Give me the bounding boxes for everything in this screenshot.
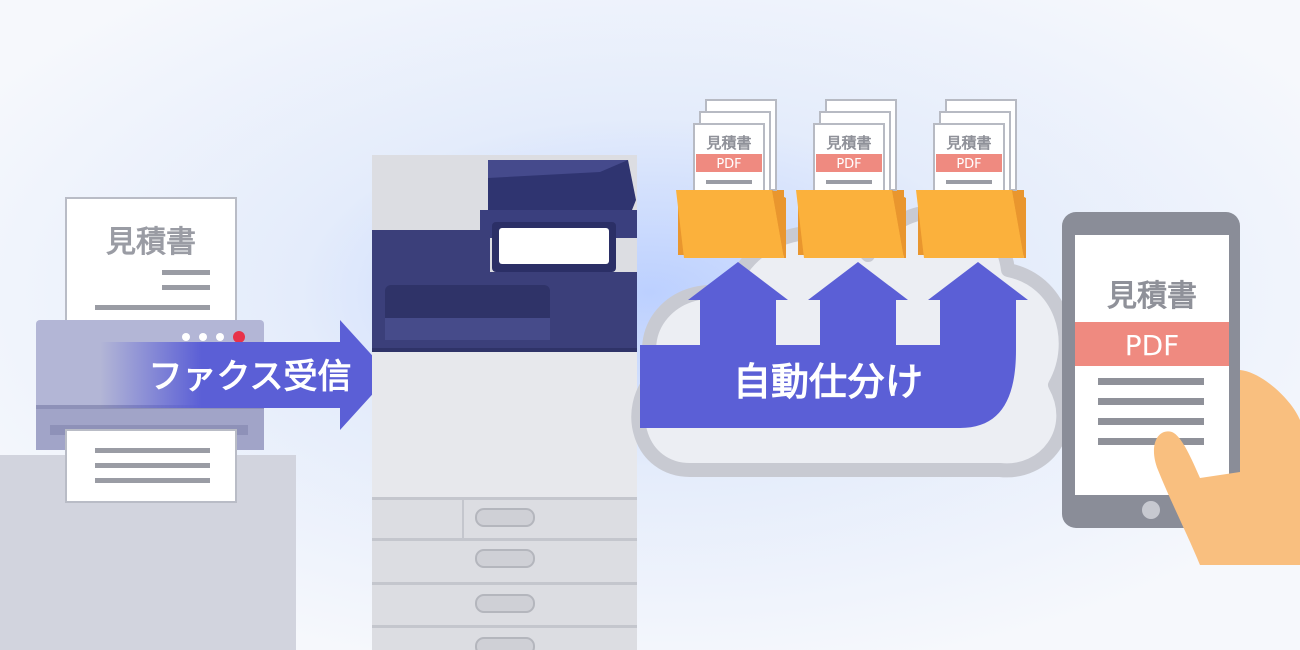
mfp-paper-drawers	[372, 497, 637, 650]
folder-front	[916, 190, 1024, 258]
tablet-pdf-label: PDF	[1125, 329, 1180, 362]
drawer-handle	[475, 637, 535, 650]
folder: 見積書 PDF	[796, 99, 906, 258]
folder-doc-title: 見積書	[825, 134, 871, 152]
folder-pdf-badge	[696, 154, 762, 172]
drawer-handle	[475, 594, 535, 613]
fax-status-light	[233, 331, 245, 343]
folder-front	[796, 190, 904, 258]
tablet-doc-title: 見積書	[1107, 279, 1197, 314]
tablet-pdf-badge	[1075, 322, 1229, 366]
folder: 見積書 PDF	[676, 99, 786, 258]
tablet-with-hand: 見積書 PDF	[1062, 212, 1300, 565]
drawer-handle	[475, 549, 535, 568]
auto-sort-label: 自動仕分け	[733, 360, 923, 404]
folder-pdf-badge	[816, 154, 882, 172]
folder-front	[676, 190, 784, 258]
auto-sort-band	[640, 262, 1028, 428]
mfp-touch-screen	[499, 228, 609, 264]
hand	[1153, 370, 1300, 565]
fax-indicator-light	[199, 333, 207, 341]
fax-doc-title: 見積書	[106, 225, 196, 260]
fax-receive-label: ファクス受信	[149, 357, 352, 397]
folder: 見積書 PDF	[916, 99, 1026, 258]
fax-machine: 見積書	[0, 197, 296, 650]
folders: 見積書 PDF 見積書 PDF 見積書 PDF	[676, 99, 1026, 258]
folder-pdf-label: PDF	[836, 157, 861, 172]
auto-sort-arrows: 自動仕分け	[640, 262, 1028, 428]
tablet-home-button	[1142, 501, 1160, 519]
fax-indicator-light	[216, 333, 224, 341]
multifunction-printer	[372, 155, 637, 650]
fax-output-paper	[50, 425, 248, 503]
fax-indicator-light	[182, 333, 190, 341]
folder-pdf-label: PDF	[956, 157, 981, 172]
drawer-handle	[475, 508, 535, 527]
folder-doc-title: 見積書	[705, 134, 751, 152]
folder-pdf-badge	[936, 154, 1002, 172]
folder-pdf-label: PDF	[716, 157, 741, 172]
fax-receive-arrow: ファクス受信	[100, 320, 390, 430]
folder-doc-title: 見積書	[945, 134, 991, 152]
